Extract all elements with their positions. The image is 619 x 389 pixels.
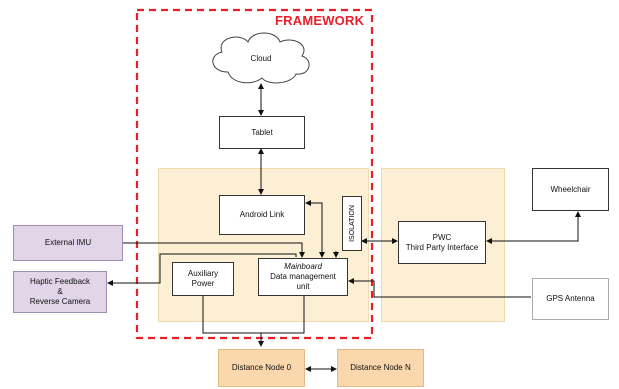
cloud-node: Cloud xyxy=(250,54,272,63)
auxiliary-power-node: Auxiliary Power xyxy=(172,262,234,296)
pwc-line-2: Third Party Interface xyxy=(405,242,479,252)
auxiliary-power-line-1: Auxiliary xyxy=(187,269,219,278)
isolation-label: ISOLATION xyxy=(348,205,356,242)
mainboard-line-1: Mainboard xyxy=(284,262,322,271)
haptic-line-3: Reverse Camera xyxy=(29,297,91,306)
mainboard-node: Mainboard Data management unit xyxy=(258,258,348,296)
external-imu-label: External IMU xyxy=(44,238,92,247)
wheelchair-label: Wheelchair xyxy=(550,184,591,194)
tablet-node: Tablet xyxy=(219,116,305,149)
distance-node-n: Distance Node N xyxy=(337,349,424,387)
wheelchair-node: Wheelchair xyxy=(532,168,609,211)
external-imu-node: External IMU xyxy=(13,225,123,261)
distance-node-0: Distance Node 0 xyxy=(218,349,305,387)
pwc-node: PWC Third Party Interface xyxy=(398,221,486,264)
pwc-line-1: PWC xyxy=(432,232,452,242)
gps-antenna-label: GPS Antenna xyxy=(546,294,595,303)
tablet-label: Tablet xyxy=(251,127,273,137)
isolation-block: ISOLATION xyxy=(342,196,362,251)
mainboard-line-2: Data management xyxy=(270,272,336,281)
haptic-feedback-node: Haptic Feedback & Reverse Camera xyxy=(13,271,107,313)
haptic-line-1: Haptic Feedback xyxy=(29,277,91,286)
distance-node-n-label: Distance Node N xyxy=(350,363,411,372)
mainboard-line-3: unit xyxy=(296,282,310,291)
distance-node-0-label: Distance Node 0 xyxy=(231,363,292,372)
android-link-label: Android Link xyxy=(239,210,285,219)
haptic-line-2: & xyxy=(57,287,63,296)
gps-antenna-node: GPS Antenna xyxy=(532,278,609,320)
auxiliary-power-line-2: Power xyxy=(191,279,215,288)
framework-label: FRAMEWORK xyxy=(275,13,365,28)
android-link-node: Android Link xyxy=(219,195,305,235)
